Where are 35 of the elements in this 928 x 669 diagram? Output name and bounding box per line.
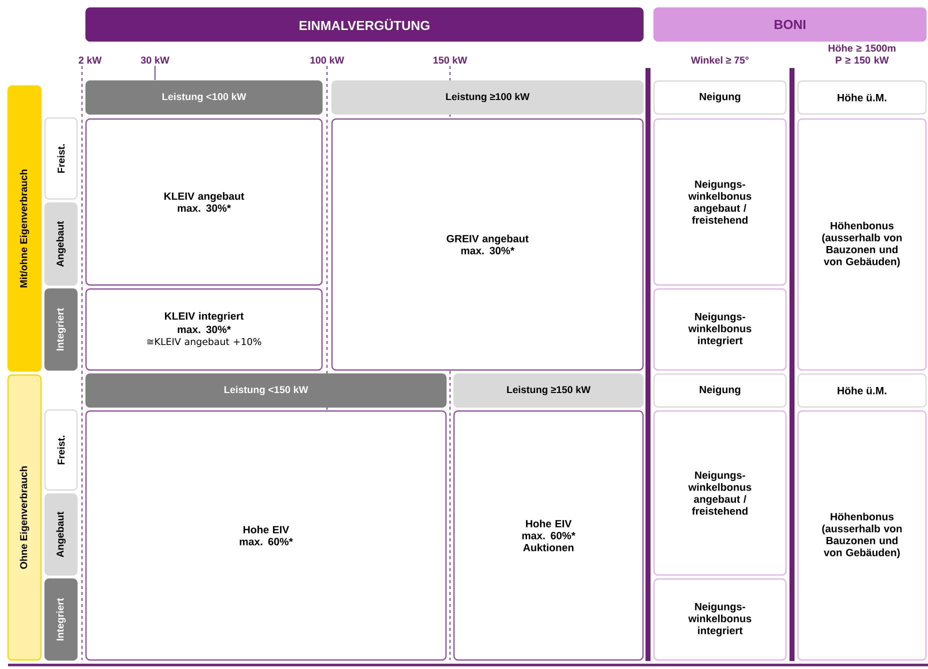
power-band: Leistung ≥150 kW <box>453 373 644 408</box>
category-tab: Integriert <box>44 288 78 371</box>
funding-box: Hohe EIV max. 60%* <box>85 410 447 661</box>
bonus-box: Neigungs- winkelbonus angebaut / freistehend <box>653 410 787 576</box>
funding-box: KLEIV integriert max. 30%* ≅KLEIV angebaut +10% <box>85 288 323 371</box>
bonus-box: Höhenbonus (ausserhalb von Bauzonen und von Gebäuden) <box>797 118 927 371</box>
bonus-box: Höhenbonus (ausserhalb von Bauzonen und von Gebäuden) <box>797 410 927 661</box>
bonus-header: Neigung <box>653 373 787 408</box>
funding-box: GREIV angebaut max. 30%* <box>331 118 644 371</box>
category-tab: Integriert <box>44 578 78 661</box>
row-header: Mit/ohne Eigenverbrauch <box>7 85 42 372</box>
power-band: Leistung ≥100 kW <box>331 80 644 115</box>
column-label: Höhe ≥ 1500m P ≥ 150 kW <box>821 43 903 65</box>
bonus-header: Neigung <box>653 80 787 115</box>
bonus-header: Höhe ü.M. <box>797 80 927 115</box>
bonus-header: Höhe ü.M. <box>797 373 927 408</box>
section-header: EINMALVERGÜTUNG <box>85 7 644 42</box>
power-band: Leistung <100 kW <box>85 80 323 115</box>
column-label: Winkel ≥ 75° <box>690 55 750 65</box>
power-band: Leistung <150 kW <box>85 373 447 408</box>
bonus-box: Neigungs- winkelbonus integriert <box>653 578 787 661</box>
scale-label: 2 kW <box>77 55 103 65</box>
category-tab: Angebaut <box>44 493 78 576</box>
category-tab: Freist. <box>44 409 78 491</box>
scale-label: 100 kW <box>308 55 346 65</box>
category-tab: Freist. <box>44 117 78 200</box>
scale-label: 150 kW <box>432 55 468 65</box>
section-header: BONI <box>653 7 927 42</box>
funding-box: Hohe EIV max. 60%* Auktionen <box>453 410 644 661</box>
funding-box: KLEIV angebaut max. 30%* <box>85 118 323 286</box>
scale-label: 30 kW <box>140 55 170 65</box>
bonus-box: Neigungs- winkelbonus integriert <box>653 288 787 371</box>
category-tab: Angebaut <box>44 202 78 286</box>
row-header: Ohne Eigenverbrauch <box>7 374 42 661</box>
bonus-box: Neigungs- winkelbonus angebaut / freistehend <box>653 118 787 286</box>
